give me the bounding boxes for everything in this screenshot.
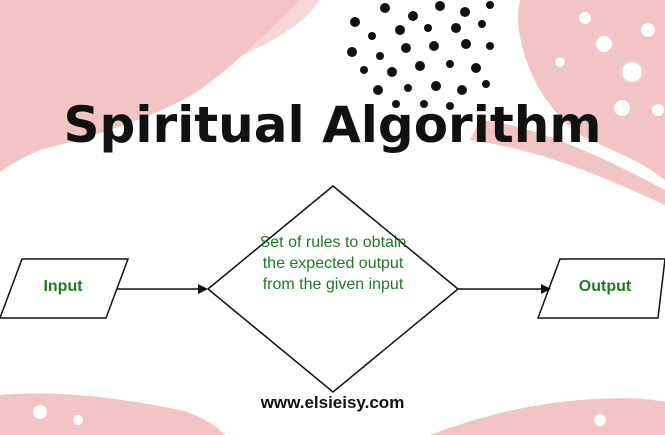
black-dot bbox=[486, 1, 494, 9]
black-dot bbox=[482, 80, 490, 88]
output-label: Output bbox=[578, 278, 632, 295]
black-dot bbox=[404, 84, 412, 92]
input-label: Input bbox=[43, 278, 83, 295]
black-dot bbox=[457, 85, 467, 95]
white-dot bbox=[555, 57, 565, 67]
black-dot bbox=[360, 66, 368, 74]
black-dot bbox=[471, 63, 481, 73]
black-dot bbox=[347, 47, 357, 57]
black-dot bbox=[368, 32, 376, 40]
white-dot bbox=[652, 104, 664, 116]
pink-brush-top-band bbox=[0, 0, 320, 150]
white-dot bbox=[641, 23, 655, 37]
black-dots-pattern bbox=[347, 1, 494, 110]
black-dot bbox=[376, 52, 384, 60]
white-dots bbox=[33, 12, 664, 426]
white-dot bbox=[614, 100, 630, 116]
black-dot bbox=[461, 39, 471, 49]
black-dot bbox=[451, 23, 461, 33]
pink-brush-right-streak bbox=[470, 120, 665, 205]
process-diamond bbox=[206, 185, 460, 393]
black-dot bbox=[380, 3, 390, 13]
black-dot bbox=[420, 100, 428, 108]
black-dot bbox=[415, 61, 425, 71]
black-dot bbox=[387, 67, 397, 77]
black-dot bbox=[408, 11, 418, 21]
white-dot bbox=[33, 405, 47, 419]
black-dot bbox=[424, 24, 432, 32]
white-dot bbox=[594, 414, 606, 426]
white-dot bbox=[73, 415, 83, 425]
black-dot bbox=[401, 43, 411, 53]
pink-brush-top-right bbox=[518, 0, 665, 180]
pink-brush-bottom-right bbox=[430, 398, 665, 435]
flowchart bbox=[0, 185, 665, 393]
black-dot bbox=[446, 60, 454, 68]
white-dot bbox=[596, 36, 612, 52]
pink-brush-bottom-left bbox=[0, 393, 225, 435]
black-dot bbox=[350, 17, 360, 27]
input-parallelogram bbox=[0, 258, 130, 319]
arrowhead-output bbox=[541, 284, 551, 294]
white-dot bbox=[622, 62, 642, 82]
connectors bbox=[117, 284, 551, 294]
black-dot bbox=[486, 42, 494, 50]
black-dot bbox=[395, 25, 405, 35]
black-dot bbox=[446, 102, 454, 110]
black-dot bbox=[431, 81, 441, 91]
page-title: Spiritual Algorithm bbox=[63, 96, 602, 154]
black-dot bbox=[373, 85, 383, 95]
black-dot bbox=[478, 20, 486, 28]
black-dot bbox=[429, 41, 439, 51]
black-dot bbox=[460, 7, 470, 17]
white-dot bbox=[579, 12, 591, 24]
black-dot bbox=[435, 1, 445, 11]
website-url[interactable]: www.elsieisy.com bbox=[260, 393, 405, 412]
arrowhead-input bbox=[198, 284, 208, 294]
output-parallelogram bbox=[536, 258, 665, 319]
black-dot bbox=[392, 100, 400, 108]
process-label: Set of rules to obtain the expected outp… bbox=[259, 234, 407, 293]
